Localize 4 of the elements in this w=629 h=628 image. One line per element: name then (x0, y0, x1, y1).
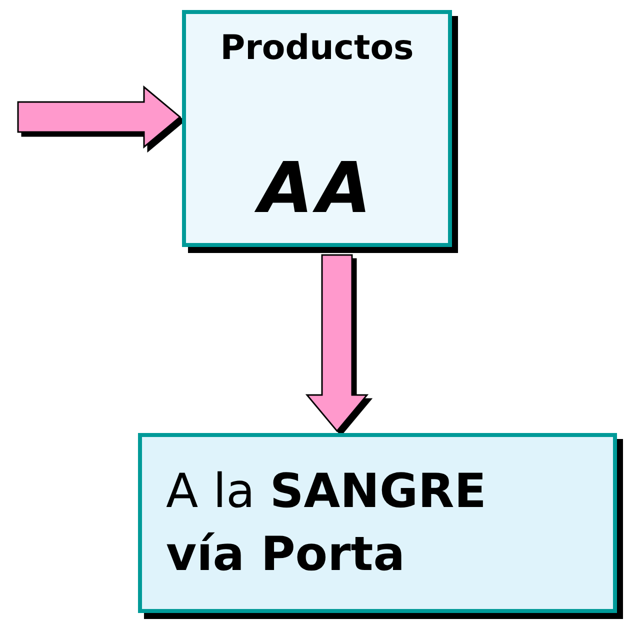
box-text: A la SANGRE vía Porta (166, 462, 488, 584)
box-heading: Productos (220, 28, 414, 68)
block-arrow (305, 254, 369, 432)
block-arrow (17, 85, 182, 149)
